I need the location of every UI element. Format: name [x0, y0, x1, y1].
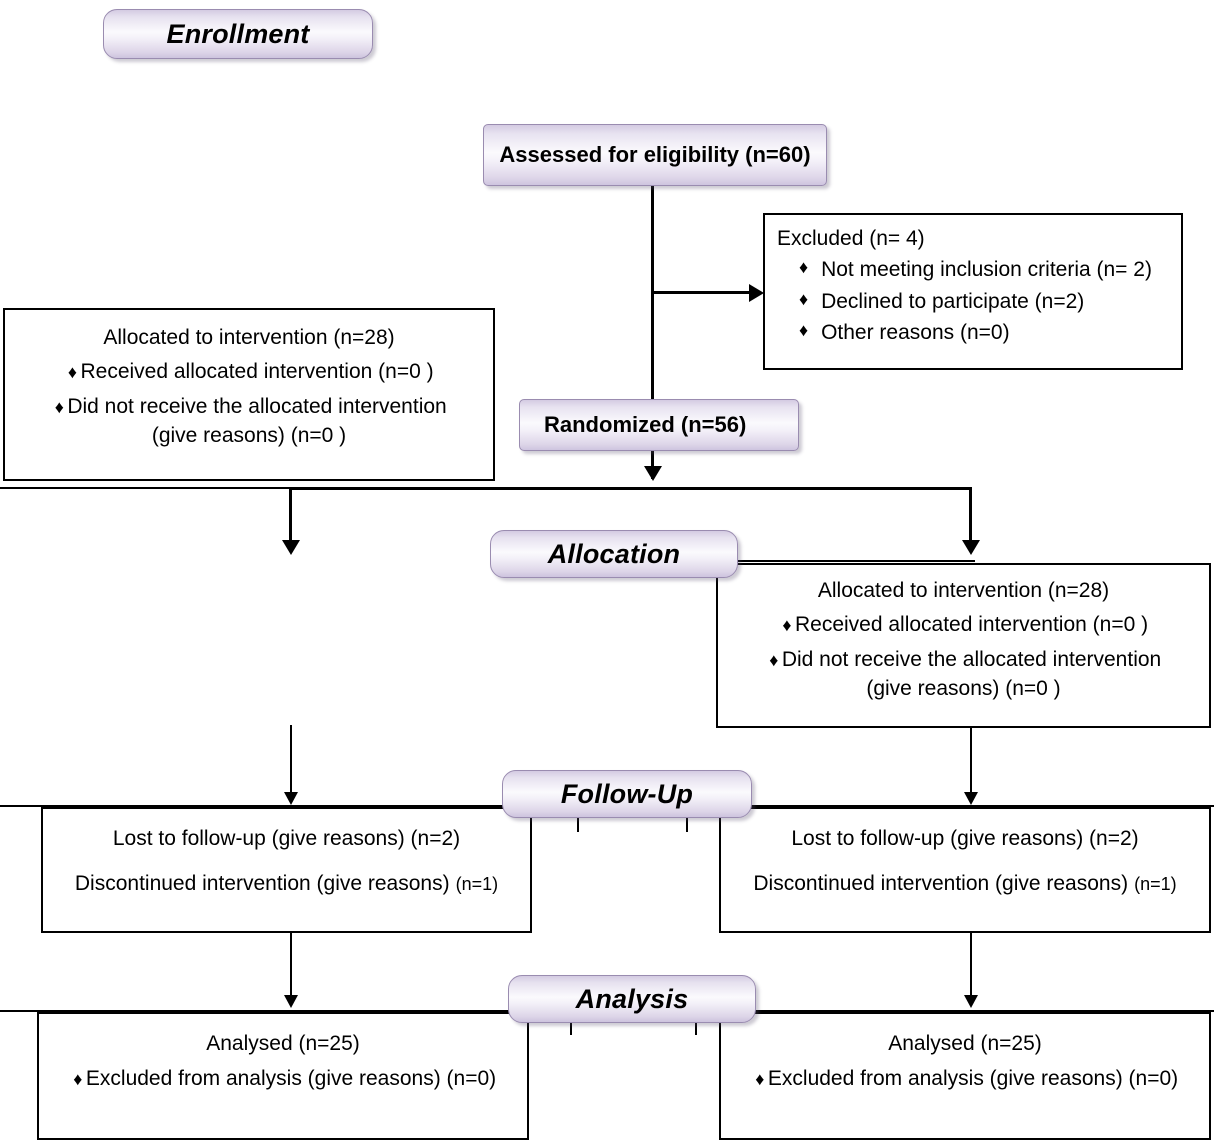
allocation-right-item1: ♦Received allocated intervention (n=0 ) — [730, 611, 1197, 638]
node-allocation-right: Allocated to intervention (n=28) ♦Receiv… — [716, 563, 1211, 728]
spacer — [733, 852, 1197, 870]
analysis-left-title: Analysed (n=25) — [206, 1032, 360, 1055]
phase-label-followup: Follow-Up — [560, 778, 694, 809]
diamond-bullet-icon: ♦ — [755, 1069, 765, 1090]
analysis-left-item1-label: Excluded from analysis (give reasons) (n… — [85, 1067, 497, 1091]
analysis-right-item1-label: Excluded from analysis (give reasons) (n… — [767, 1067, 1179, 1091]
arrow-left-analysis — [284, 995, 298, 1008]
followup-right-line1: Lost to follow-up (give reasons) (n=2) — [791, 827, 1139, 850]
excluded-item: ♦ Not meeting inclusion criteria (n= 2) — [777, 256, 1169, 283]
arrow-randomized-down — [644, 466, 662, 481]
followup-right-line2: Discontinued intervention (give reasons)… — [733, 870, 1197, 897]
diamond-bullet-icon: ♦ — [799, 288, 809, 309]
randomized-label: Randomized (n=56) — [544, 412, 747, 437]
phase-header-analysis: Analysis — [508, 975, 756, 1023]
diamond-bullet-icon: ♦ — [799, 257, 809, 278]
phase-label-allocation: Allocation — [547, 538, 681, 569]
excluded-item-label: Declined to participate (n=2) — [821, 289, 1085, 313]
arrow-allocation-left — [282, 540, 300, 555]
node-excluded: Excluded (n= 4) ♦ Not meeting inclusion … — [763, 213, 1183, 370]
diamond-bullet-icon: ♦ — [799, 319, 809, 340]
node-randomized: Randomized (n=56) — [519, 399, 799, 451]
diamond-bullet-icon: ♦ — [769, 649, 779, 670]
spacer — [55, 852, 518, 870]
excluded-item-label: Other reasons (n=0) — [821, 320, 1010, 344]
connector-followup-stub-left — [577, 816, 579, 832]
node-followup-right: Lost to follow-up (give reasons) (n=2) D… — [719, 807, 1211, 933]
assessed-label: Assessed for eligibility (n=60) — [499, 142, 811, 167]
allocation-left-item2-label: Did not receive the allocated interventi… — [67, 394, 447, 418]
diamond-bullet-icon: ♦ — [67, 362, 77, 383]
node-followup-left: Lost to follow-up (give reasons) (n=2) D… — [41, 807, 532, 933]
arrow-left-followup — [284, 792, 298, 805]
allocation-left-item1-label: Received allocated intervention (n=0 ) — [80, 360, 434, 384]
arrow-right-followup — [964, 792, 978, 805]
allocation-left-item2-line2: (give reasons) (n=0 ) — [151, 423, 347, 447]
arrow-to-excluded — [749, 284, 764, 302]
allocation-left-item1: ♦Received allocated intervention (n=0 ) — [17, 358, 481, 385]
allocation-right-item1-label: Received allocated intervention (n=0 ) — [794, 613, 1149, 637]
allocation-right-item2-line2: (give reasons) (n=0 ) — [866, 676, 1061, 700]
connector-analysis-rail-left — [0, 1010, 525, 1012]
excluded-item-label: Not meeting inclusion criteria (n= 2) — [821, 258, 1152, 282]
followup-left-line1: Lost to follow-up (give reasons) (n=2) — [112, 827, 461, 850]
node-analysis-left: Analysed (n=25) ♦Excluded from analysis … — [37, 1012, 529, 1140]
connector-to-excluded — [651, 291, 751, 294]
phase-label-enrollment: Enrollment — [166, 18, 310, 49]
excluded-item: ♦ Other reasons (n=0) — [777, 319, 1169, 346]
connector-analysis-rail-right — [737, 1010, 1214, 1012]
allocation-right-item2-label: Did not receive the allocated interventi… — [781, 647, 1162, 671]
connector-allocation-split-bar — [289, 487, 972, 490]
connector-allocation-rail-left — [0, 487, 292, 489]
followup-left-line2-main: Discontinued intervention (give reasons) — [74, 872, 450, 896]
arrow-right-analysis — [964, 995, 978, 1008]
phase-header-followup: Follow-Up — [502, 770, 752, 818]
phase-label-analysis: Analysis — [575, 983, 689, 1014]
connector-allocation-right-drop — [969, 487, 972, 542]
connector-followup-stub-right — [686, 816, 688, 832]
allocation-left-item2-line1: ♦Did not receive the allocated intervent… — [17, 393, 481, 420]
connector-allocation-left-drop — [289, 487, 292, 542]
phase-header-allocation: Allocation — [490, 530, 738, 578]
connector-analysis-stub-left — [570, 1021, 572, 1035]
connector-followup-rail-left — [0, 805, 520, 807]
excluded-item: ♦ Declined to participate (n=2) — [777, 288, 1169, 315]
diamond-bullet-icon: ♦ — [73, 1069, 83, 1090]
diamond-bullet-icon: ♦ — [782, 615, 792, 636]
connector-left-followup-to-analysis — [290, 933, 292, 998]
node-allocation-left: Allocated to intervention (n=28) ♦Receiv… — [3, 308, 495, 481]
followup-left-line2: Discontinued intervention (give reasons)… — [55, 870, 518, 897]
connector-right-followup-drop — [970, 725, 972, 795]
node-assessed-for-eligibility: Assessed for eligibility (n=60) — [483, 124, 827, 186]
connector-randomized-down — [651, 451, 654, 479]
connector-analysis-stub-right — [695, 1021, 697, 1035]
allocation-right-item2-line1: ♦Did not receive the allocated intervent… — [730, 646, 1197, 673]
allocation-right-title: Allocated to intervention (n=28) — [817, 579, 1110, 602]
followup-right-line2-count: (n=1) — [1134, 874, 1177, 895]
connector-followup-rail-right — [735, 805, 1214, 807]
phase-header-enrollment: Enrollment — [103, 9, 373, 59]
connector-right-followup-to-analysis — [970, 933, 972, 998]
diamond-bullet-icon: ♦ — [54, 396, 64, 417]
analysis-right-title: Analysed (n=25) — [888, 1032, 1042, 1055]
analysis-right-item1: ♦Excluded from analysis (give reasons) (… — [733, 1065, 1197, 1092]
excluded-title: Excluded (n= 4) — [777, 227, 925, 250]
allocation-left-title: Allocated to intervention (n=28) — [103, 326, 395, 349]
node-analysis-right: Analysed (n=25) ♦Excluded from analysis … — [719, 1012, 1211, 1140]
followup-left-line2-count: (n=1) — [455, 874, 499, 895]
connector-allocation-rail-right — [735, 560, 975, 562]
connector-left-followup-drop — [290, 725, 292, 795]
arrow-allocation-right — [962, 540, 980, 555]
analysis-left-item1: ♦Excluded from analysis (give reasons) (… — [51, 1065, 515, 1092]
followup-right-line2-main: Discontinued intervention (give reasons) — [753, 872, 1129, 896]
